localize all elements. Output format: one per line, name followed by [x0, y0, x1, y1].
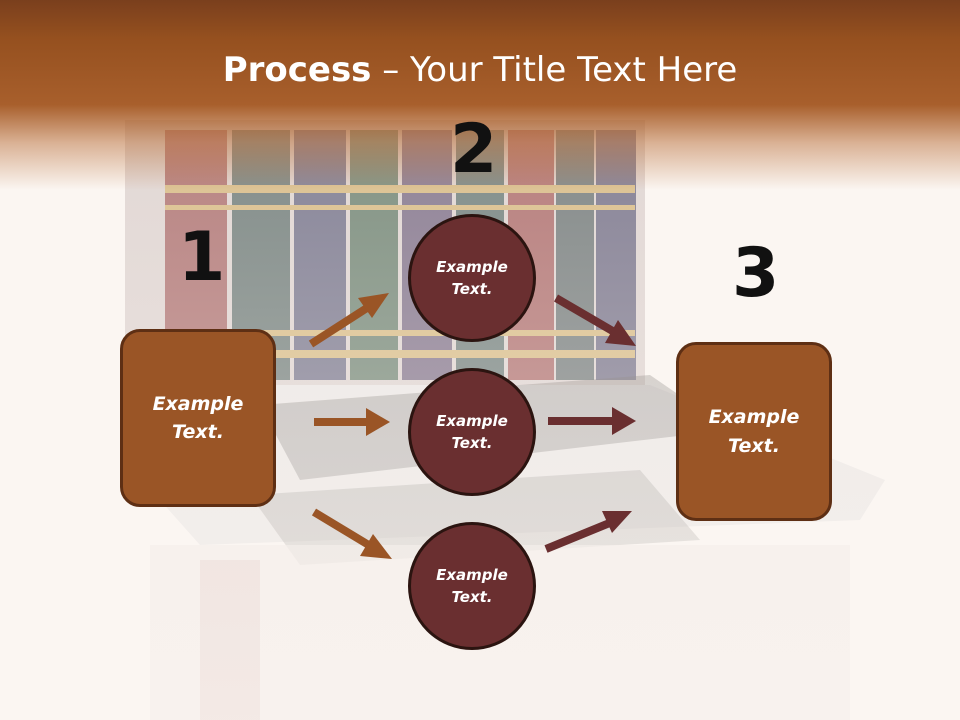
arrow-right-down	[553, 294, 636, 346]
step-3-box[interactable]: Example Text.	[676, 342, 832, 521]
step-number-2: 2	[450, 110, 498, 189]
slide-title: Process – Your Title Text Here	[0, 50, 960, 90]
step-1-box[interactable]: Example Text.	[120, 329, 276, 507]
arrow-left-up	[308, 293, 389, 348]
circle-middle-text: Example Text.	[436, 411, 508, 453]
step-2-circle-middle[interactable]: Example Text.	[408, 368, 536, 496]
title-rest: – Your Title Text Here	[371, 50, 738, 90]
circle-top-text: Example Text.	[436, 257, 508, 299]
step-number-3: 3	[732, 234, 780, 313]
step-1-text: Example Text.	[152, 392, 244, 444]
step-3-text: Example Text.	[708, 406, 800, 457]
circle-bottom-text: Example Text.	[436, 565, 508, 607]
header-band	[0, 0, 960, 190]
arrow-left-middle	[314, 408, 390, 436]
step-number-1: 1	[178, 218, 226, 297]
arrow-left-down	[311, 508, 392, 559]
arrow-right-middle	[548, 407, 636, 435]
step-2-circle-bottom[interactable]: Example Text.	[408, 522, 536, 650]
step-2-circle-top[interactable]: Example Text.	[408, 214, 536, 342]
title-bold: Process	[222, 50, 372, 90]
arrow-right-up	[544, 511, 632, 553]
